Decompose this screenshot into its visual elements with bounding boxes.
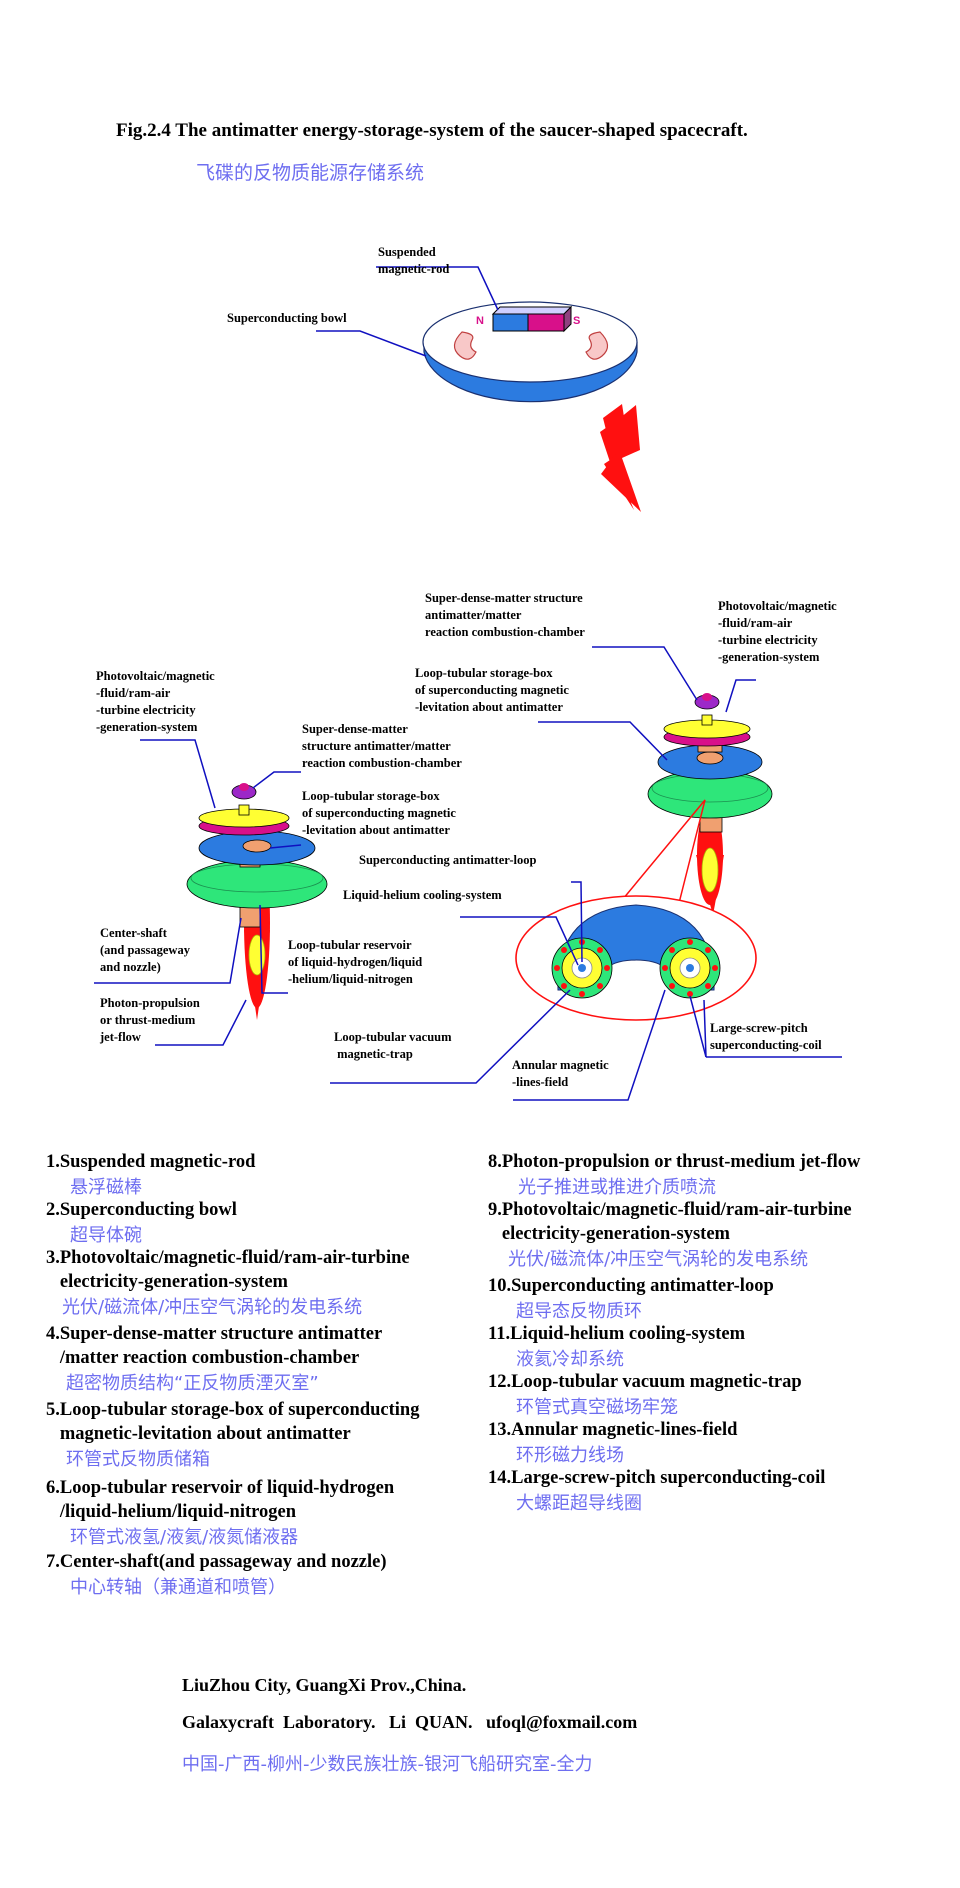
legend-item: 3.Photovoltaic/magnetic-fluid/ram-air-tu…	[46, 1248, 410, 1318]
label-annular-field: Annular magnetic -lines-field	[512, 1058, 609, 1089]
legend-item: 7.Center-shaft(and passageway and nozzle…	[46, 1552, 387, 1598]
label-vacuum-trap: Loop-tubular vacuum magnetic-trap	[334, 1030, 452, 1061]
label-superconducting-bowl: Superconducting bowl	[227, 311, 347, 325]
label-right-pv: Photovoltaic/magnetic -fluid/ram-air -tu…	[718, 599, 837, 664]
label-antimatter-loop: Superconducting antimatter-loop	[359, 853, 537, 867]
legend-item: 4.Super-dense-matter structure antimatte…	[46, 1324, 383, 1394]
figure-title: Fig.2.4 The antimatter energy-storage-sy…	[116, 120, 748, 141]
suspended-magnetic-rod	[491, 305, 573, 333]
footer-location: LiuZhou City, GuangXi Prov.,China.	[182, 1675, 467, 1695]
label-right-chamber: Super-dense-matter structure antimatter/…	[425, 591, 585, 639]
legend-item: 5.Loop-tubular storage-box of supercondu…	[46, 1400, 420, 1470]
legend-item: 6.Loop-tubular reservoir of liquid-hydro…	[46, 1478, 395, 1548]
figure-title-chinese: 飞碟的反物质能源存储系统	[196, 162, 425, 184]
label-center-shaft: Center-shaft (and passageway and nozzle)	[100, 926, 190, 974]
label-screw-coil: Large-screw-pitch superconducting-coil	[710, 1021, 822, 1052]
n-pole-label: N	[476, 315, 484, 327]
footer-chinese: 中国-广西-柳州-少数民族壮族-银河飞船研究室-全力	[182, 1754, 593, 1775]
cross-section	[515, 895, 757, 1021]
label-left-pv: Photovoltaic/magnetic -fluid/ram-air -tu…	[96, 669, 215, 734]
legend-item: 14.Large-screw-pitch superconducting-coi…	[488, 1468, 826, 1514]
legend-right: 8.Photon-propulsion or thrust-medium jet…	[488, 1150, 860, 1514]
s-pole-label: S	[573, 315, 580, 327]
label-helium-cooling: Liquid-helium cooling-system	[343, 888, 502, 902]
label-left-chamber: Super-dense-matter structure antimatter/…	[302, 722, 462, 770]
label-reservoir: Loop-tubular reservoir of liquid-hydroge…	[288, 938, 423, 986]
superconducting-bowl	[422, 301, 638, 403]
label-suspended-rod: Suspended magnetic-rod	[378, 245, 450, 276]
label-right-storage-box: Loop-tubular storage-box of superconduct…	[415, 666, 569, 714]
left-stack	[186, 783, 328, 1020]
diagram: N S	[94, 266, 842, 1101]
footer-lab: Galaxycraft Laboratory. Li QUAN. ufoql@f…	[182, 1712, 638, 1732]
label-photon-jet: Photon-propulsion or thrust-medium jet-f…	[100, 996, 200, 1044]
label-left-storage-box: Loop-tubular storage-box of superconduct…	[302, 789, 456, 837]
right-stack	[647, 693, 773, 915]
legend-item: 9.Photovoltaic/magnetic-fluid/ram-air-tu…	[488, 1200, 852, 1270]
legend-item: 8.Photon-propulsion or thrust-medium jet…	[488, 1152, 861, 1198]
